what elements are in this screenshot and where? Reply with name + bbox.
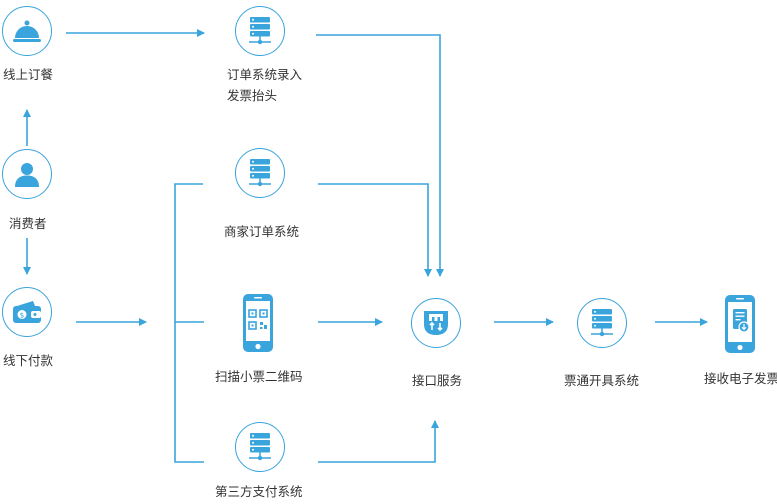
phone-invoice-icon [725,295,755,353]
branch-bracket [174,183,204,463]
merchant-order-system-label: 商家订单系统 [224,224,300,239]
phone-qr-icon [243,294,273,352]
cloche-icon [13,20,41,42]
online-order-label: 线上订餐 [3,67,54,82]
order-system-circle [235,6,285,56]
arrow-third-party-to-interface [318,420,439,463]
online-order-circle [2,6,52,56]
interface-service-circle [411,298,461,348]
receive-e-invoice-phone [725,295,755,357]
offline-payment-label: 线下付款 [3,353,54,368]
order-system-label-line1: 订单系统录入 [227,67,303,82]
merchant-order-system-circle [235,148,285,198]
invoicing-system-label: 票通开具系统 [564,373,640,388]
svg-text:$: $ [20,312,24,320]
interface-service-label: 接口服务 [412,373,463,388]
server-icon [249,433,271,461]
third-party-payment-circle [235,422,285,472]
arrow-merchant-to-interface [318,183,432,277]
arrow-order-system-to-interface [316,34,444,277]
scan-receipt-phone [243,294,273,356]
invoicing-system-circle [577,298,627,348]
consumer-circle [2,149,52,199]
consumer-label: 消费者 [9,216,47,231]
server-icon [249,17,271,45]
order-system-label-line2: 发票抬头 [227,88,278,103]
receive-e-invoice-label: 接收电子发票 [704,371,777,386]
third-party-payment-label: 第三方支付系统 [215,484,303,499]
server-icon [249,159,271,187]
user-icon [15,163,39,187]
interface-icon [424,311,448,335]
offline-payment-circle: $ [2,287,52,337]
server-icon [591,309,613,337]
scan-receipt-qr-label: 扫描小票二维码 [215,369,303,384]
wallet-icon: $ [13,301,41,323]
